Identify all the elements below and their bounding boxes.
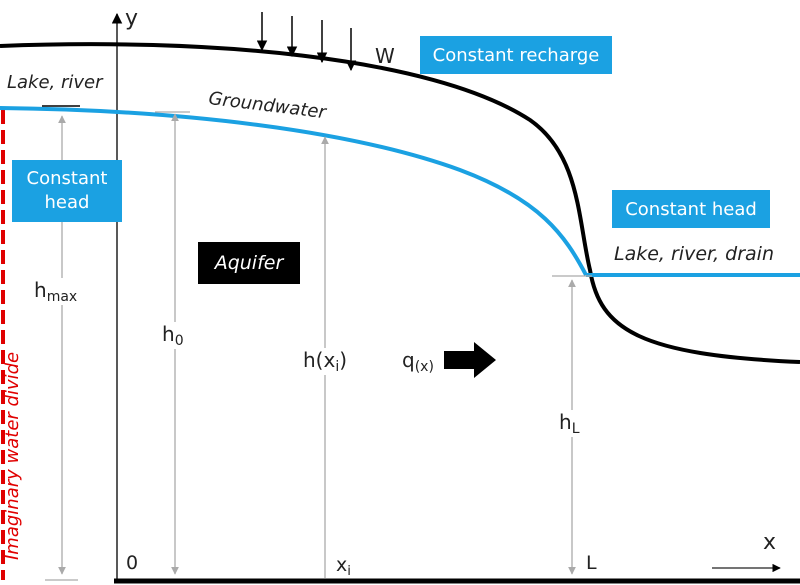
hxi-prefix: h(x	[303, 348, 336, 372]
y-axis-label: y	[125, 6, 139, 31]
water-divide-label: Imaginary water divide	[2, 351, 23, 560]
hxi-subscript: i	[335, 359, 340, 375]
x-axis-label: x	[763, 530, 777, 555]
hL-symbol: h	[559, 410, 572, 434]
constant-head-left-line2: head	[44, 192, 90, 213]
constant-recharge-box: Constant recharge	[420, 36, 612, 74]
groundwater-table	[0, 106, 588, 276]
hL-label: hL	[559, 410, 580, 437]
q-symbol: q	[402, 348, 415, 372]
q-subscript: (x)	[414, 359, 434, 375]
flow-arrow	[444, 342, 496, 378]
L-label: L	[586, 552, 597, 574]
constant-head-left-line1: Constant	[26, 168, 108, 189]
hxi-label: h(xi)	[303, 348, 348, 375]
lake-river-label: Lake, river	[7, 72, 103, 93]
ground-surface	[0, 42, 800, 364]
xi-label: xi	[336, 554, 351, 579]
xi-subscript: i	[347, 564, 351, 579]
constant-head-left-box: Constant head	[12, 160, 122, 222]
lake-river-drain-label: Lake, river, drain	[614, 243, 775, 265]
h0-label: h0	[162, 322, 184, 349]
h0-subscript: 0	[174, 333, 184, 349]
hL-subscript: L	[571, 421, 580, 437]
hmax-subscript: max	[46, 289, 78, 305]
hxi-suffix: )	[339, 348, 348, 372]
hmax-label: hmax	[34, 278, 78, 305]
hmax-symbol: h	[34, 278, 47, 302]
origin-label: 0	[126, 552, 139, 574]
constant-head-right-box: Constant head	[612, 190, 770, 228]
w-label: W	[375, 44, 395, 68]
xi-symbol: x	[336, 554, 348, 576]
aquifer-box: Aquifer	[198, 242, 300, 284]
h0-symbol: h	[162, 322, 175, 346]
q-label: q(x)	[402, 348, 434, 375]
